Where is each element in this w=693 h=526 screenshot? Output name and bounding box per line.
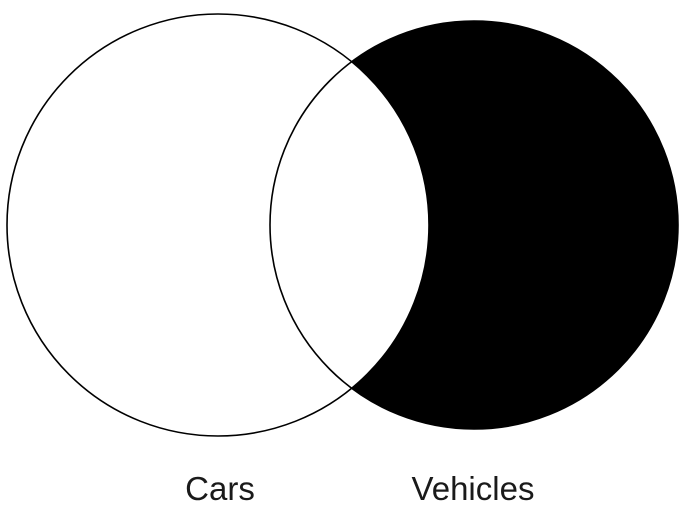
- cars-circle: [6, 13, 430, 437]
- vehicles-circle: [269, 20, 679, 430]
- vehicles-label: Vehicles: [412, 470, 535, 507]
- cars-label: Cars: [185, 470, 255, 507]
- vehicles-only-region: [270, 21, 678, 429]
